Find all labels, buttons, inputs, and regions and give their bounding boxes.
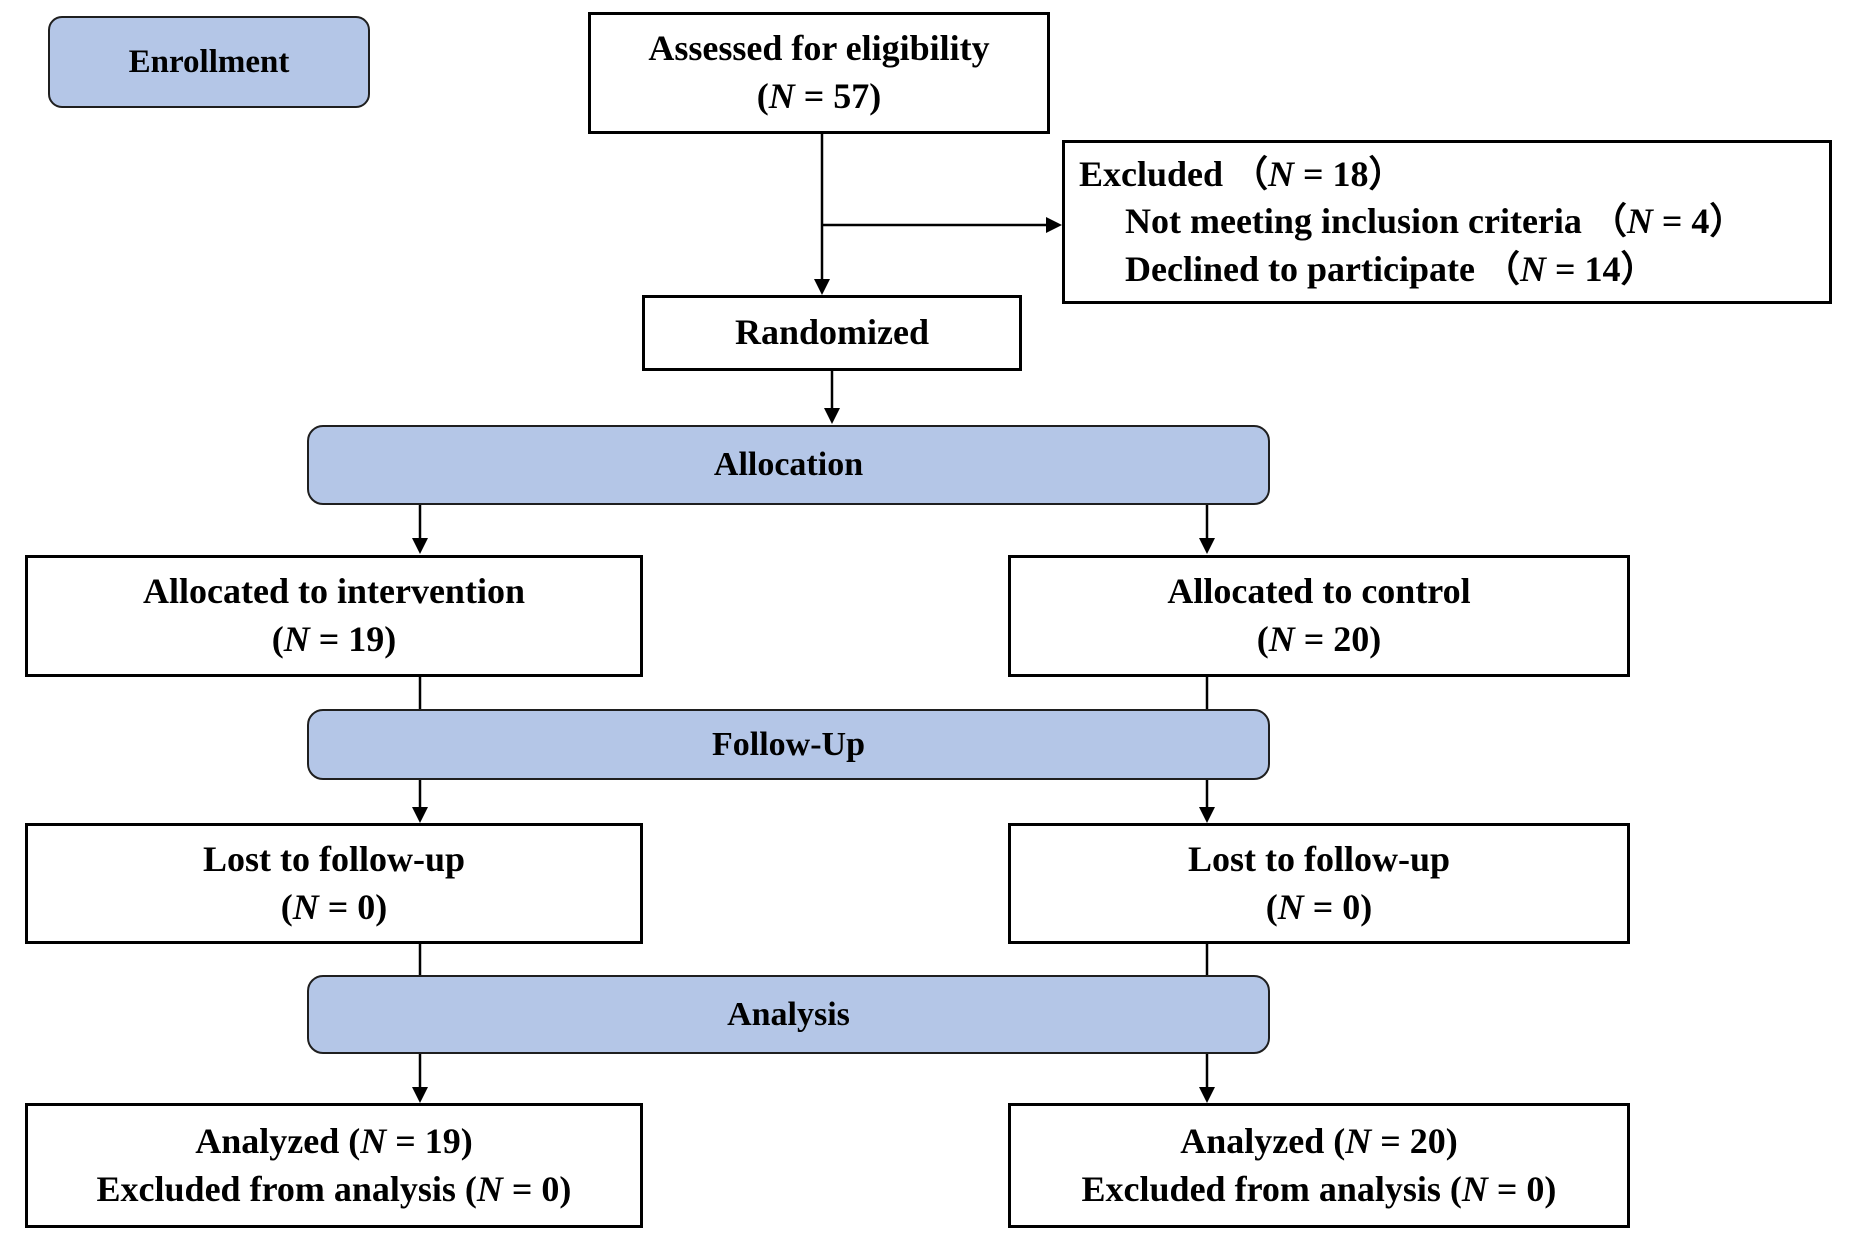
lost-intervention-line-1: Lost to follow-up — [202, 838, 466, 879]
arrowhead-allocation — [824, 408, 840, 424]
randomized-box: Randomized — [642, 295, 1022, 371]
assessed-line-1: Assessed for eligibility — [648, 28, 990, 69]
allocated-control-line-2: (N = 20) — [1256, 619, 1382, 659]
analysis-stage-banner: Analysis — [307, 975, 1270, 1054]
analysis-stage-text: Analysis — [727, 995, 850, 1033]
arrowhead-lost-intervention — [412, 807, 428, 823]
excluded-line-3: Declined to participate （N = 14） — [1125, 248, 1657, 289]
allocated-control-line-1: Allocated to control — [1167, 571, 1471, 612]
analyzed-intervention-line-1: Analyzed (N = 19) — [195, 1120, 473, 1161]
arrowhead-analyzed-intervention — [412, 1087, 428, 1103]
lost-control-box: Lost to follow-up (N = 0) — [1008, 823, 1630, 944]
allocated-control-box: Allocated to control (N = 20) — [1008, 555, 1630, 677]
allocated-intervention-box: Allocated to intervention (N = 19) — [25, 555, 643, 677]
lost-intervention-box: Lost to follow-up (N = 0) — [25, 823, 643, 944]
randomized-line-1: Randomized — [734, 312, 929, 353]
analyzed-intervention-line-2: Excluded from analysis (N = 0) — [96, 1168, 572, 1209]
enrollment-stage-text: Enrollment — [128, 43, 290, 80]
arrowhead-allocated-intervention — [412, 538, 428, 554]
excluded-box: Excluded （N = 18） Not meeting inclusion … — [1062, 140, 1832, 304]
arrowhead-randomized — [814, 279, 830, 295]
assessed-box: Assessed for eligibility (N = 57) — [588, 12, 1050, 134]
lost-intervention-line-2: (N = 0) — [280, 886, 388, 927]
allocation-stage-banner: Allocation — [307, 425, 1270, 505]
arrowhead-allocated-control — [1199, 538, 1215, 554]
allocation-stage-text: Allocation — [713, 446, 864, 483]
enrollment-stage-label: Enrollment — [48, 16, 370, 108]
arrowhead-analyzed-control — [1199, 1087, 1215, 1103]
allocated-intervention-line-1: Allocated to intervention — [143, 571, 525, 612]
analyzed-control-line-1: Analyzed (N = 20) — [1180, 1120, 1458, 1161]
analyzed-control-box: Analyzed (N = 20) Excluded from analysis… — [1008, 1103, 1630, 1228]
excluded-line-2: Not meeting inclusion criteria （N = 4） — [1125, 201, 1746, 242]
followup-stage-text: Follow-Up — [712, 725, 865, 763]
allocated-intervention-line-2: (N = 19) — [271, 619, 397, 659]
excluded-line-1: Excluded （N = 18） — [1079, 153, 1405, 194]
analyzed-control-line-2: Excluded from analysis (N = 0) — [1081, 1168, 1557, 1209]
assessed-line-2: (N = 57) — [756, 76, 882, 116]
followup-stage-banner: Follow-Up — [307, 709, 1270, 780]
lost-control-line-2: (N = 0) — [1265, 886, 1373, 927]
lost-control-line-1: Lost to follow-up — [1187, 838, 1451, 879]
analyzed-intervention-box: Analyzed (N = 19) Excluded from analysis… — [25, 1103, 643, 1228]
arrowhead-lost-control — [1199, 807, 1215, 823]
arrowhead-excluded — [1046, 217, 1062, 233]
